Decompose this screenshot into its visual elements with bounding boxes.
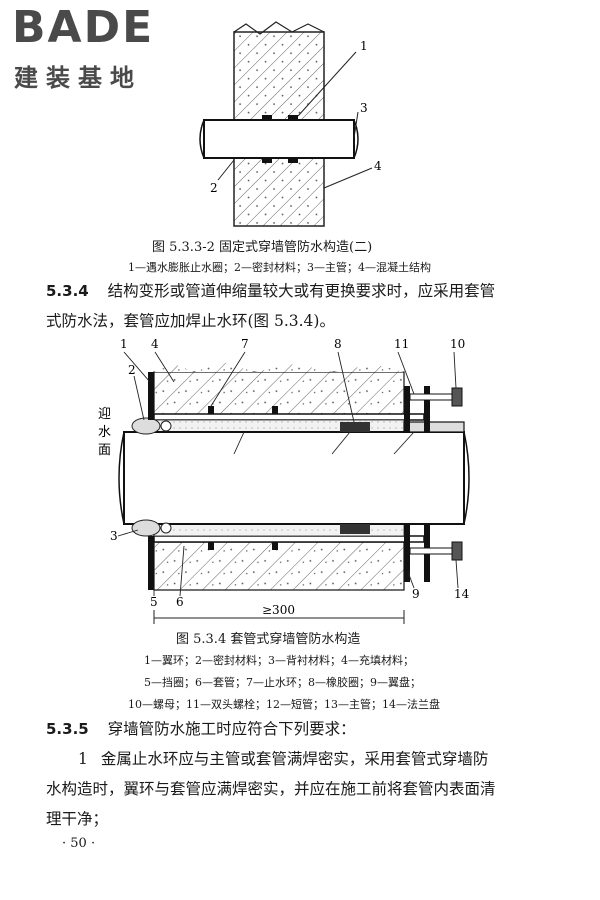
main-pipe [118, 431, 470, 525]
waterstop-rings [262, 115, 298, 163]
dimension-label: ≥300 [262, 603, 295, 617]
double-headed-bolts [409, 387, 463, 561]
side-label-char-2: 水 [98, 425, 111, 440]
side-label-char-1: 迎 [98, 407, 111, 422]
fig1-callout-2: 2 [210, 181, 218, 195]
fig1-legend: 1—遇水膨胀止水圈；2—密封材料；3—主管；4—混凝土结构 [128, 261, 431, 274]
fig2-callout-10: 10 [450, 337, 465, 351]
section-535-heading: 5.3.5 穿墙管防水施工时应符合下列要求： [46, 720, 356, 738]
fig2-callout-9: 9 [412, 587, 420, 601]
wing-ring [148, 372, 154, 590]
short-pipe [403, 421, 465, 433]
wall-upper [153, 362, 405, 417]
item-1-line2: 水构造时，翼环与套管应满焊密实，并应在施工前将套管内表面清 [46, 780, 496, 798]
fig2-callout-14: 14 [454, 587, 470, 601]
fig2-callout-3: 3 [110, 529, 118, 543]
item-1-line3: 理干净； [46, 810, 109, 828]
waterstop-rings [208, 406, 278, 550]
fig2-callout-8: 8 [334, 337, 342, 351]
rubber-rings [340, 422, 370, 534]
logo-wordmark: BADE [12, 2, 155, 53]
fig1-callout-3: 3 [360, 101, 368, 115]
section-number: 5.3.4 [46, 282, 89, 300]
sealing-material [131, 417, 172, 537]
fig1-callout-1: 1 [360, 39, 368, 53]
leader-lines [217, 51, 373, 189]
fig2-callout-2: 2 [128, 363, 136, 377]
main-pipe-section [199, 119, 359, 159]
section-number: 5.3.5 [46, 720, 89, 738]
fig1-callout-4: 4 [374, 159, 382, 173]
fig2-callout-7: 7 [241, 337, 249, 351]
leader-lines [117, 351, 459, 597]
fig2-caption: 图 5.3.4 套管式穿墙管防水构造 [176, 632, 361, 647]
fig2-callout-4: 4 [151, 337, 159, 351]
item-1-line1: 1 金属止水环应与主管或套管满焊密实，采用套管式穿墙防 [78, 750, 489, 768]
fig1-caption: 图 5.3.3-2 固定式穿墙管防水构造(二) [152, 240, 373, 255]
fig2-legend-line2: 5—挡圈；6—套管；7—止水环；8—橡胶圈；9—翼盘； [144, 676, 421, 689]
fig2-callout-6: 6 [176, 595, 184, 609]
dimension-line [153, 610, 405, 624]
logo-subtitle: 建装基地 [14, 64, 142, 92]
wall-lower [233, 157, 325, 227]
wall-lower [153, 541, 405, 591]
fig2-legend-line1: 1—翼环；2—密封材料；3—背衬材料；4—充填材料； [144, 654, 414, 667]
section-534-line2: 式防水法，套管应加焊止水环(图 5.3.4)。 [46, 312, 335, 330]
figure-fixed-wall-pipe: 1 3 2 4 [199, 21, 382, 227]
fig2-callout-1: 1 [120, 337, 128, 351]
fig2-callout-11: 11 [394, 337, 409, 351]
figure-sleeve-wall-pipe: 1 4 7 8 11 10 2 13 5 12 3 5 6 9 14 迎 水 面 [98, 337, 470, 624]
fig2-legend-line3: 10—螺母；11—双头螺栓；12—短管；13—主管；14—法兰盘 [128, 698, 440, 711]
section-534-line1: 5.3.4 结构变形或管道伸缩量较大或有更换要求时，应采用套管 [46, 282, 496, 300]
side-label-char-3: 面 [98, 443, 111, 458]
wall-upper [233, 21, 325, 121]
page-number: · 50 · [62, 836, 96, 851]
fig2-callout-5: 5 [150, 595, 158, 609]
